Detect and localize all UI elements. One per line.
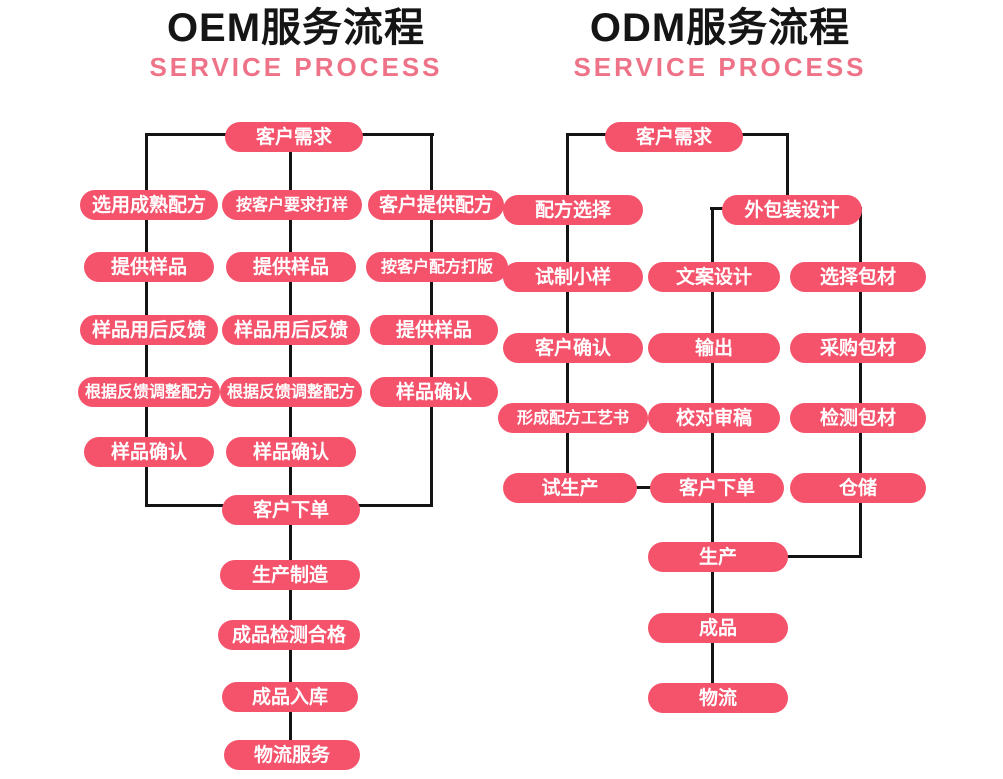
odm-node-customer-order: 客户下单 — [650, 473, 784, 503]
oem-node-sample-confirmation: 样品确认 — [370, 377, 498, 407]
connector-line — [859, 500, 862, 558]
oem-node-adjust-formula-per-feedback: 根据反馈调整配方 — [220, 377, 362, 407]
oem-node-production-manufacturing: 生产制造 — [220, 560, 360, 590]
oem-node-finished-product-inspection-pass: 成品检测合格 — [218, 620, 360, 650]
odm-node-finished-product: 成品 — [648, 613, 788, 643]
connector-line — [635, 486, 652, 489]
oem-node-provide-sample: 提供样品 — [226, 252, 356, 282]
oem-node-customer-provides-formula: 客户提供配方 — [368, 190, 504, 220]
odm-node-formula-selection: 配方选择 — [503, 195, 643, 225]
oem-node-sample-usage-feedback: 样品用后反馈 — [80, 315, 218, 345]
oem-subtitle: SERVICE PROCESS — [149, 52, 443, 82]
oem-node-customer-order: 客户下单 — [222, 495, 360, 525]
oem-node-sample-per-customer-request: 按客户要求打样 — [222, 190, 362, 220]
oem-node-adjust-formula-per-feedback: 根据反馈调整配方 — [78, 377, 220, 407]
odm-node-formula-process-document: 形成配方工艺书 — [498, 403, 648, 433]
connector-line — [786, 133, 789, 210]
oem-node-finished-product-warehousing: 成品入库 — [222, 682, 358, 712]
odm-node-customer-needs: 客户需求 — [605, 122, 743, 152]
odm-node-select-packaging-material: 选择包材 — [790, 262, 926, 292]
odm-title-block: ODM服务流程 SERVICE PROCESS — [500, 6, 940, 83]
odm-node-output: 输出 — [648, 333, 780, 363]
odm-node-warehousing: 仓储 — [790, 473, 926, 503]
oem-node-sample-confirmation: 样品确认 — [84, 437, 214, 467]
odm-node-inspect-packaging-material: 检测包材 — [790, 403, 926, 433]
odm-node-logistics: 物流 — [648, 683, 788, 713]
odm-node-trial-sample: 试制小样 — [503, 262, 643, 292]
odm-node-trial-production: 试生产 — [503, 473, 637, 503]
connector-line — [566, 133, 569, 488]
oem-node-customer-needs: 客户需求 — [225, 122, 363, 152]
connector-line — [786, 555, 862, 558]
oem-node-provide-sample: 提供样品 — [84, 252, 214, 282]
oem-title-block: OEM服务流程 SERVICE PROCESS — [56, 6, 536, 83]
connector-line — [711, 207, 714, 685]
oem-node-select-mature-formula: 选用成熟配方 — [80, 190, 218, 220]
odm-node-copywriting-design: 文案设计 — [648, 262, 780, 292]
oem-node-logistics-service: 物流服务 — [224, 740, 360, 770]
oem-title: OEM服务流程 — [166, 6, 426, 50]
odm-title: ODM服务流程 — [589, 6, 851, 50]
odm-subtitle: SERVICE PROCESS — [573, 52, 867, 82]
odm-node-production: 生产 — [648, 542, 788, 572]
odm-node-customer-confirmation: 客户确认 — [503, 333, 643, 363]
oem-node-proof-per-customer-formula: 按客户配方打版 — [366, 252, 508, 282]
oem-node-sample-confirmation: 样品确认 — [226, 437, 356, 467]
odm-node-proofreading-review: 校对审稿 — [648, 403, 780, 433]
oem-node-provide-sample: 提供样品 — [370, 315, 498, 345]
odm-node-outer-packaging-design: 外包装设计 — [722, 195, 862, 225]
oem-node-sample-usage-feedback: 样品用后反馈 — [222, 315, 360, 345]
odm-node-purchase-packaging-material: 采购包材 — [790, 333, 926, 363]
